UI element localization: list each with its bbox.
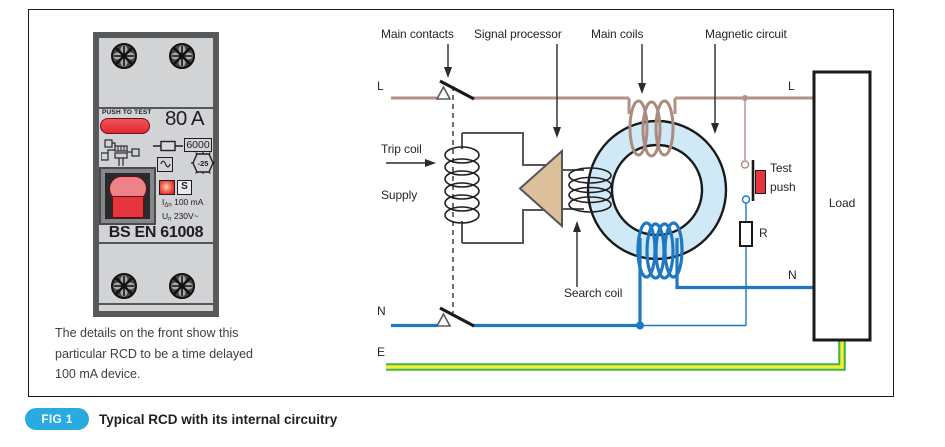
- figure-border-frame: [28, 9, 894, 397]
- label-line-left: L: [377, 79, 384, 93]
- test-terminal-neutral: [741, 195, 751, 204]
- rocker-bottom-half: [112, 196, 144, 218]
- note-line: The details on the front show this: [55, 326, 239, 340]
- amplifier-triangle: [518, 148, 563, 229]
- screw-icon: [111, 43, 137, 69]
- label-search-coil: Search coil: [564, 286, 623, 300]
- junction-dot-line: [742, 95, 748, 101]
- label-line-right: L: [788, 79, 795, 93]
- fuse-icon: [153, 140, 183, 152]
- device-note: The details on the front show this parti…: [55, 323, 253, 385]
- screw-icon: [169, 43, 195, 69]
- wiring-schematic-icon: [101, 139, 140, 166]
- load-box: [812, 70, 872, 342]
- voltage-rating: Un 230V~: [162, 211, 199, 223]
- test-push-button: [751, 160, 766, 201]
- label-magnetic-circuit: Magnetic circuit: [705, 27, 787, 41]
- main-coil-neutral: [636, 221, 684, 280]
- annotation-arrows: [386, 44, 719, 287]
- label-main-contacts: Main contacts: [381, 27, 454, 41]
- label-test-push-line2: push: [770, 180, 796, 194]
- label-neutral-left: N: [377, 304, 386, 318]
- label-earth: E: [377, 345, 385, 359]
- test-button[interactable]: [100, 118, 150, 134]
- test-terminal-line: [740, 160, 750, 169]
- label-resistor: R: [759, 226, 768, 240]
- test-resistor: [739, 221, 753, 247]
- screw-icon: [111, 273, 137, 299]
- label-supply: Supply: [381, 188, 418, 202]
- sensitivity-rating: IΔn 100 mA: [162, 197, 204, 209]
- current-rating: 80 A: [165, 107, 205, 130]
- junction-dot-neutral: [636, 321, 644, 330]
- temperature-hexagon-icon: -25: [191, 152, 215, 174]
- main-coil-line: [628, 99, 675, 158]
- main-contact-line-switch: [435, 79, 475, 101]
- label-neutral-right: N: [788, 268, 797, 282]
- rcd-device-photo: PUSH TO TEST 80 A 6000: [93, 32, 219, 317]
- main-contact-neutral-switch: [435, 306, 475, 328]
- toroid-core: [586, 119, 728, 261]
- label-load: Load: [828, 196, 856, 210]
- signal-processor-box: [461, 132, 549, 244]
- figure-badge: FIG 1: [25, 408, 89, 430]
- s-type-box: S: [177, 180, 192, 195]
- label-test-push-line1: Test: [770, 161, 792, 175]
- breaking-capacity-box: 6000: [184, 138, 212, 152]
- label-main-coils: Main coils: [591, 27, 644, 41]
- trip-coil: [444, 146, 480, 224]
- figure-caption: Typical RCD with its internal circuitry: [99, 412, 338, 427]
- svg-text:-25: -25: [198, 159, 209, 168]
- device-divider: [99, 242, 213, 244]
- standard-marking: BS EN 61008: [108, 224, 204, 241]
- ac-wave-icon: [157, 157, 173, 172]
- trip-indicator-led: [159, 180, 175, 195]
- device-divider: [99, 303, 213, 305]
- note-line: particular RCD to be a time delayed: [55, 346, 254, 361]
- search-coil: [562, 167, 612, 213]
- push-to-test-label: PUSH TO TEST: [102, 109, 152, 116]
- screw-icon: [169, 273, 195, 299]
- neutral-conductor-wire: [391, 203, 814, 328]
- note-line: 100 mA device.: [55, 367, 141, 381]
- label-trip-coil: Trip coil: [381, 142, 422, 156]
- label-signal-processor: Signal processor: [474, 27, 562, 41]
- device-divider: [99, 107, 213, 109]
- rocker-switch[interactable]: [99, 167, 156, 225]
- earth-conductor-wire: [386, 341, 846, 371]
